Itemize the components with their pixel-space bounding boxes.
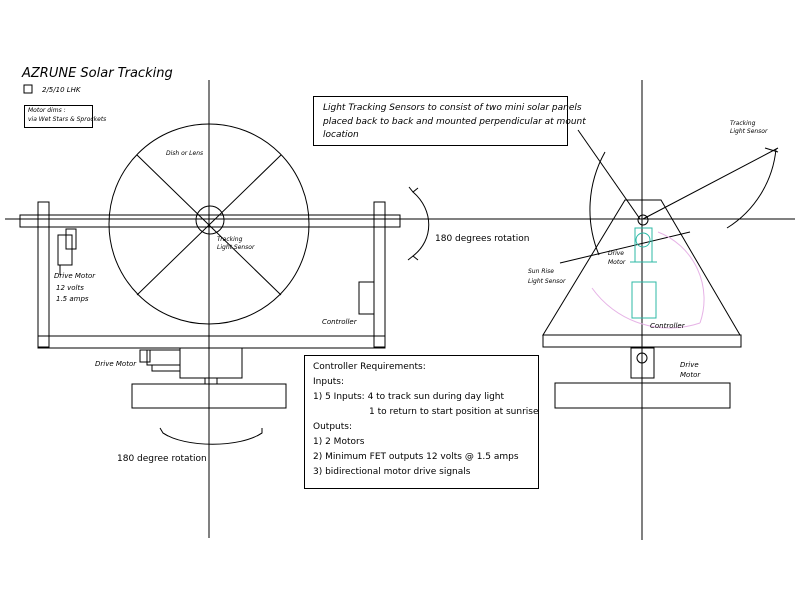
- motor-mount: [146, 349, 181, 366]
- motor-note-box: Motor dims : via Wet Stars & Sprockets: [24, 105, 106, 128]
- rotation-arrowhead: [407, 255, 419, 261]
- controller-right-label: Controller: [650, 322, 685, 330]
- date-icon: [23, 84, 33, 94]
- motor-note-line: Motor dims :: [28, 107, 66, 114]
- leader-line: [764, 147, 779, 153]
- date-label: 2/5/10 LHK: [42, 86, 81, 94]
- drive-motor-left: [57, 234, 73, 266]
- drive-motor-label: Drive Motor: [54, 272, 96, 280]
- rotation-label-right: 180 degrees rotation: [435, 234, 530, 244]
- rotation-arrowhead: [256, 428, 263, 437]
- sunrise-sensor-label: Light Sensor: [528, 278, 566, 285]
- tracking-sensor-right-label: Tracking: [730, 120, 756, 127]
- left-post: [37, 201, 50, 348]
- dish: [108, 123, 310, 325]
- sensor-note-box: Light Tracking Sensors to consist of two…: [313, 96, 586, 146]
- page-title: AZRUNE Solar Tracking: [22, 66, 173, 81]
- output-line: 3) bidirectional motor drive signals: [313, 467, 471, 477]
- drive-motor-right-bottom-label: Drive: [680, 361, 699, 369]
- tracking-sensor-label: Tracking: [217, 236, 243, 243]
- sensor-note-line: placed back to back and mounted perpendi…: [323, 117, 586, 127]
- dish-side-arc: [726, 148, 777, 229]
- dish-side-edge: [577, 129, 641, 220]
- rotation-arrowhead: [408, 186, 419, 193]
- tracking-sensor-right-label: Light Sensor: [730, 128, 768, 135]
- drive-motor-bottom-label: Drive Motor: [95, 360, 137, 368]
- input-line: 1) 5 Inputs: 4 to track sun during day l…: [313, 392, 505, 402]
- drive-motor-right-gear: [635, 232, 651, 248]
- drive-motor-amps: 1.5 amps: [56, 295, 89, 303]
- right-stand-gear: [636, 352, 648, 364]
- rotation-arrowhead: [159, 427, 169, 437]
- controller-left-box: [358, 281, 375, 315]
- motor-mount-base: [151, 364, 181, 372]
- top-bar: [19, 214, 401, 228]
- drive-motor-right-label: Drive: [608, 250, 624, 257]
- controller-requirements-box: Controller Requirements: Inputs: 1) 5 In…: [304, 355, 539, 489]
- base-plate-right: [554, 382, 731, 409]
- sunrise-sensor-label: Sun Rise: [528, 268, 554, 275]
- drive-motor-volts: 12 volts: [56, 284, 84, 292]
- drive-motor-right-bottom-label: Motor: [680, 371, 701, 379]
- tracking-sensor-label: Light Sensor: [217, 244, 255, 251]
- sensor-arc: [591, 287, 701, 329]
- right-post: [373, 201, 386, 348]
- drive-motor-right-label: Motor: [608, 259, 626, 266]
- dish-spoke: [136, 154, 282, 296]
- rotation-label-bottom: 180 degree rotation: [117, 454, 207, 464]
- requirements-heading: Controller Requirements:: [313, 362, 426, 372]
- dish-label: Dish or Lens: [166, 150, 204, 157]
- motor-note-line: via Wet Stars & Sprockets: [28, 116, 107, 123]
- input-line: 1 to return to start position at sunrise: [369, 407, 539, 417]
- tracking-sensor-right: [637, 214, 649, 226]
- rotation-arrow-right: [412, 191, 430, 257]
- controller-label: Controller: [322, 318, 357, 326]
- rotation-arrow-bottom: [162, 432, 263, 445]
- base-bar: [37, 335, 386, 349]
- sensor-note-line: location: [323, 130, 359, 140]
- dish-side-arc: [589, 151, 606, 256]
- right-stand: [630, 347, 655, 379]
- center-hub: [195, 205, 225, 235]
- outputs-heading: Outputs:: [313, 422, 352, 432]
- pedestal: [204, 377, 218, 385]
- controller-right-box: [631, 281, 657, 319]
- inputs-heading: Inputs:: [313, 377, 345, 387]
- sensor-note-line: Light Tracking Sensors to consist of two…: [323, 103, 582, 113]
- base-bar-right: [542, 334, 742, 348]
- motor-mount-inner: [139, 349, 151, 363]
- dish-side-edge: [642, 147, 779, 220]
- support-block: [179, 347, 243, 379]
- output-line: 2) Minimum FET outputs 12 volts @ 1.5 am…: [313, 452, 519, 462]
- sensor-arc: [657, 231, 705, 324]
- drive-motor-left-bracket: [65, 228, 77, 250]
- base-plate-left: [131, 383, 287, 409]
- output-line: 1) 2 Motors: [313, 437, 365, 447]
